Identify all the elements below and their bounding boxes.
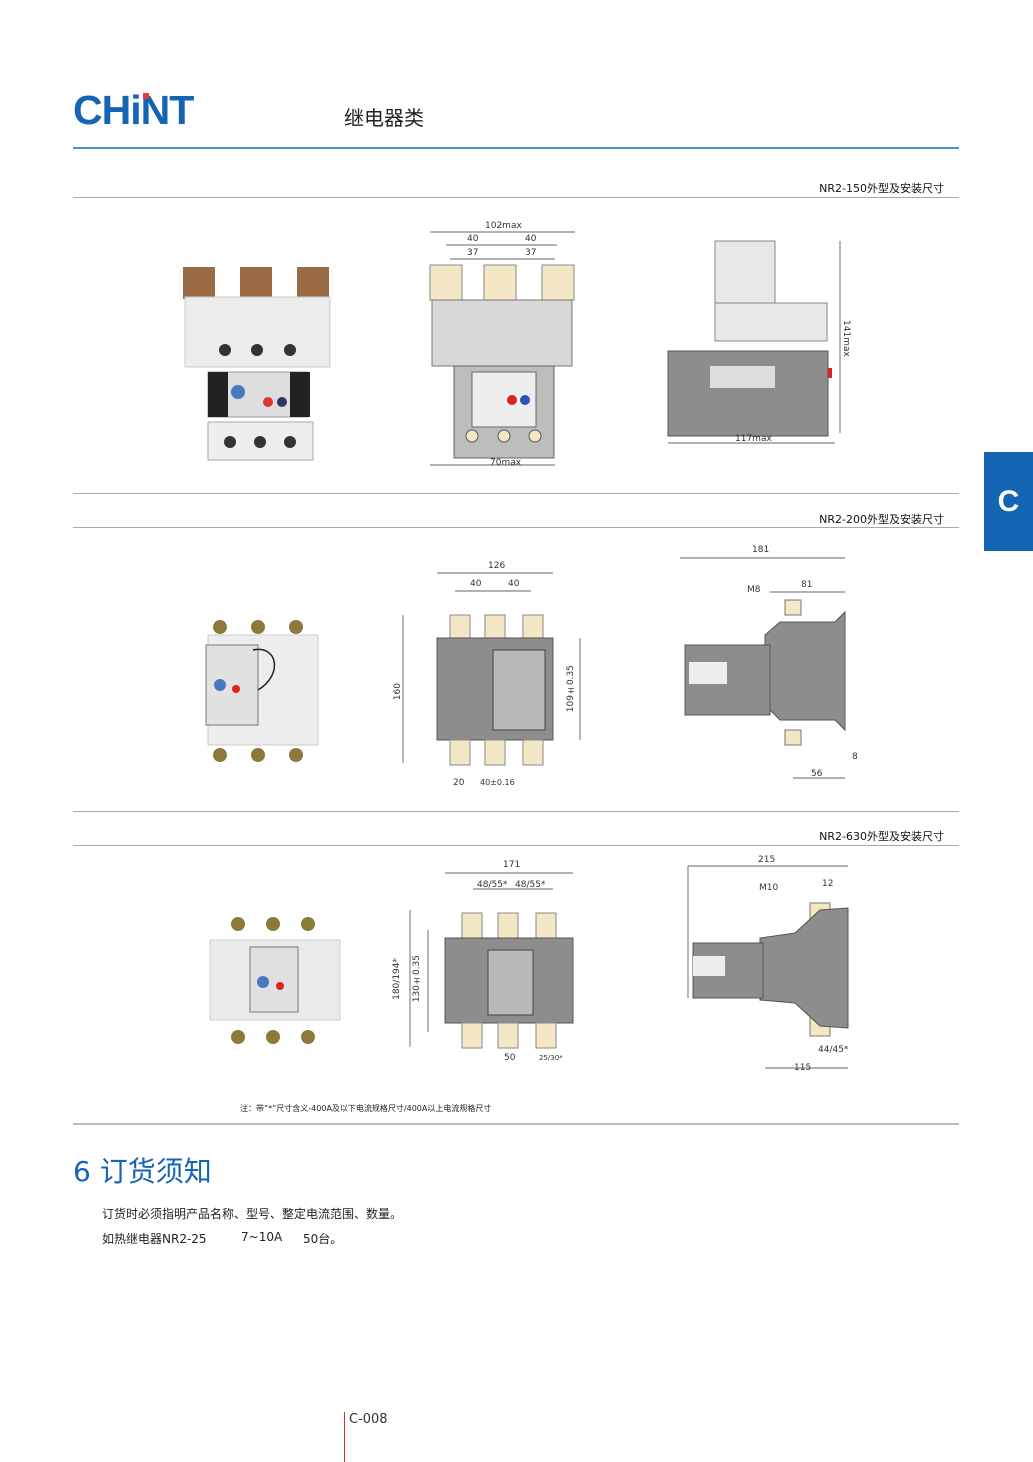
dim-plate: 44/45* <box>818 1045 849 1055</box>
dim-pitch-left: 48/55* <box>477 880 508 890</box>
page-number: C-008 <box>349 1412 388 1427</box>
nr2-200-side-drawing <box>680 557 846 779</box>
dim-depth: 181 <box>752 545 770 555</box>
dim-overall-width: 102max <box>485 221 522 231</box>
section-title-nr2-200: NR2-200外型及安装尺寸 <box>819 513 944 526</box>
chint-logo: CHiNT <box>73 87 194 133</box>
dim-bottom-width: 70max <box>490 458 522 468</box>
dim-bolt: M8 <box>747 585 761 595</box>
divider <box>73 1123 959 1125</box>
dim-mount-height: 109±0.35 <box>566 665 576 713</box>
dim-depth: 117max <box>735 434 772 444</box>
ordering-instructions: 订货时必须指明产品名称、型号、整定电流范围、数量。 <box>102 1207 403 1221</box>
dim-edge: 20 <box>453 778 465 788</box>
dim-mount-height: 130±0.35 <box>412 955 422 1003</box>
dim-inner-left: 37 <box>467 248 479 258</box>
dim-base: 56 <box>811 769 823 779</box>
dim-pitch-right: 48/55* <box>515 880 546 890</box>
dim-pitch-right: 40 <box>508 579 520 589</box>
dim-rear: 12 <box>822 879 834 889</box>
dim-width: 171 <box>503 860 521 870</box>
section-tab-c[interactable]: C <box>984 452 1033 551</box>
nr2-150-side-drawing <box>667 240 841 444</box>
dim-height: 141max <box>841 320 851 357</box>
dim-base: 115 <box>794 1063 812 1073</box>
divider <box>73 845 959 846</box>
section-title-nr2-150: NR2-150外型及安装尺寸 <box>819 182 944 195</box>
dim-mount-pitch: 50 <box>504 1053 516 1063</box>
dim-width: 126 <box>488 561 506 571</box>
dim-bolt: M10 <box>759 883 779 893</box>
nr2-630-photo <box>209 917 341 1044</box>
dim-pitch-left: 40 <box>470 579 482 589</box>
dim-height: 160 <box>393 683 403 701</box>
dim-depth: 215 <box>758 855 776 865</box>
category-title: 继电器类 <box>344 106 424 130</box>
ordering-example-range: 7~10A <box>241 1230 283 1244</box>
nr2-200-front-drawing <box>402 572 581 766</box>
divider <box>73 493 959 494</box>
divider <box>73 527 959 528</box>
divider <box>73 811 959 812</box>
dim-pitch-left: 40 <box>467 234 479 244</box>
dim-mount-pitch: 40±0.16 <box>480 778 515 787</box>
nr2-630-front-drawing <box>409 872 574 1049</box>
dim-plate: 8 <box>852 752 858 762</box>
header-divider <box>73 147 959 149</box>
section-title-nr2-630: NR2-630外型及安装尺寸 <box>819 830 944 843</box>
dim-height: 180/194* <box>392 958 402 1000</box>
divider <box>73 197 959 198</box>
dim-rear: 81 <box>801 580 813 590</box>
footer-divider <box>344 1412 345 1462</box>
nr2-150-front-drawing <box>429 231 575 466</box>
nr2-200-photo <box>205 620 319 762</box>
nr2-150-photo <box>183 267 331 461</box>
dim-pitch-right: 40 <box>525 234 537 244</box>
dim-terminal: 25/30* <box>539 1054 563 1062</box>
ordering-example-qty: 50台。 <box>303 1232 343 1246</box>
dimension-note: 注：带“*”尺寸含义-400A及以下电流规格尺寸/400A以上电流规格尺寸 <box>240 1104 492 1113</box>
ordering-example-model: 如热继电器NR2-25 <box>102 1232 207 1246</box>
dim-inner-right: 37 <box>525 248 537 258</box>
nr2-630-side-drawing <box>687 865 849 1069</box>
ordering-heading: 6 订货须知 <box>73 1155 212 1188</box>
